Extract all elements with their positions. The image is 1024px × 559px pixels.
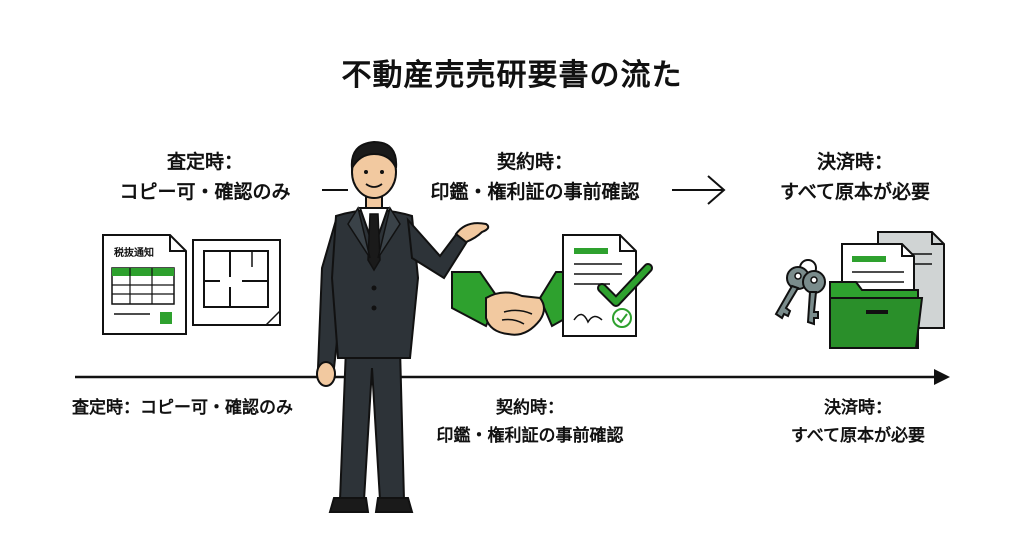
- bottom-stage-contract-title: 契約時：: [496, 398, 564, 418]
- floor-plan-icon: [192, 239, 281, 326]
- doc-label: 税抜通知: [114, 246, 154, 259]
- keys-icon: [774, 259, 826, 326]
- signed-contract-icon: [562, 234, 653, 337]
- original-documents-folder-icon: [829, 231, 945, 349]
- stage-assessment-title: 査定時：: [166, 151, 243, 173]
- bottom-stage-assessment-text: 査定時：コピー可・確認のみ: [72, 398, 293, 418]
- bottom-stage-settlement-title: 決済時：: [824, 398, 892, 418]
- bottom-stage-contract-desc: 印鑑・権利証の事前確認: [436, 426, 624, 446]
- bottom-stage-settlement-desc: すべて原本が必要: [790, 426, 926, 446]
- stage-contract-desc: 印鑑・権利証の事前確認: [430, 181, 640, 203]
- bottom-stage-settlement: 決済時： すべて原本が必要: [748, 394, 968, 450]
- stage-contract-label: 契約時： 印鑑・権利証の事前確認: [405, 147, 665, 207]
- stage-settlement-title: 決済時：: [816, 151, 893, 173]
- page-title: 不動産売売研要書の流た: [341, 58, 683, 93]
- bottom-stage-contract: 契約時： 印鑑・権利証の事前確認: [400, 394, 660, 450]
- businessman-presenter: [316, 140, 490, 513]
- top-arrow-icon: [672, 175, 726, 205]
- stage-assessment-label: 査定時： コピー可・確認のみ: [95, 147, 315, 207]
- timeline-arrowhead-icon: [934, 369, 950, 385]
- stage-settlement-label: 決済時： すべて原本が必要: [745, 147, 965, 207]
- stage-contract-title: 契約時：: [496, 151, 573, 173]
- stage-assessment-desc: コピー可・確認のみ: [119, 181, 291, 203]
- stage-settlement-desc: すべて原本が必要: [780, 181, 930, 203]
- bottom-stage-assessment: 査定時：コピー可・確認のみ: [72, 394, 332, 422]
- tax-notice-document-icon: 税抜通知: [102, 234, 187, 335]
